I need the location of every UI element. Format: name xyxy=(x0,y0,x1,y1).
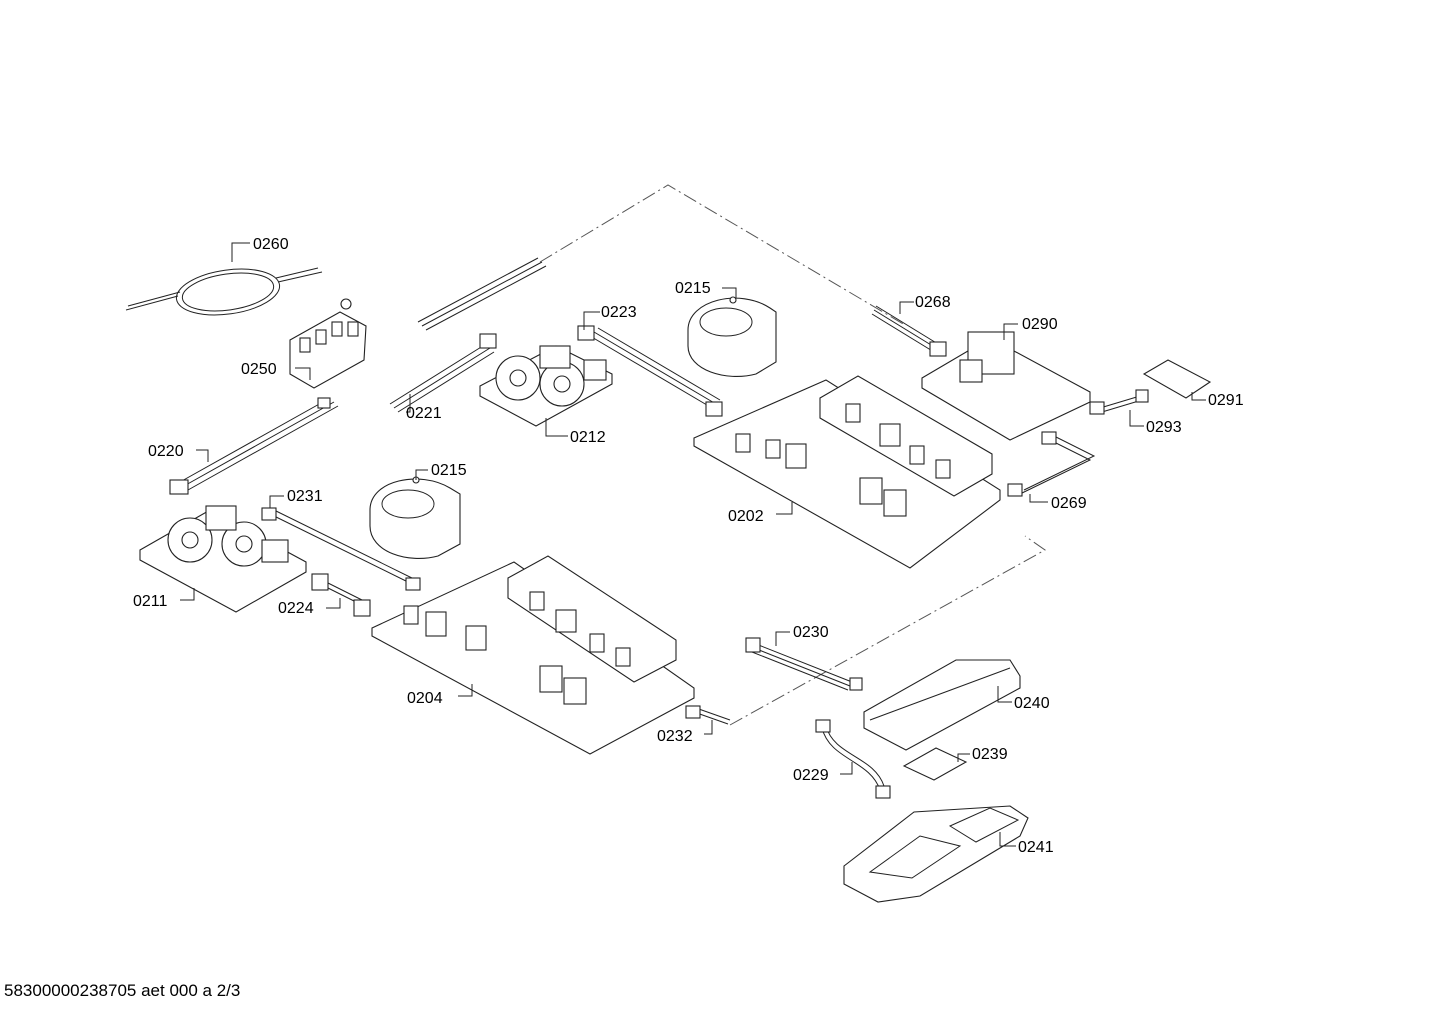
leader-0293 xyxy=(1129,410,1144,427)
leader-0232 xyxy=(704,720,713,735)
part-0269-cable xyxy=(1007,431,1096,497)
label-0224: 0224 xyxy=(278,600,314,617)
part-0239-board xyxy=(902,747,968,781)
drawing-reference: 58300000238705 aet 000 a 2/3 xyxy=(4,981,241,1000)
label-0239: 0239 xyxy=(972,746,1008,763)
part-0250-terminal-block xyxy=(289,298,367,389)
label-0290: 0290 xyxy=(1022,316,1058,333)
leader-0231 xyxy=(269,495,284,508)
leader-0229 xyxy=(840,762,853,775)
label-0231: 0231 xyxy=(287,488,323,505)
part-0215-fan-top xyxy=(687,296,777,378)
leader-0239 xyxy=(957,753,970,762)
label-0250: 0250 xyxy=(241,361,277,378)
part-0204-power-board xyxy=(371,555,695,755)
part-0231-cable xyxy=(261,507,421,591)
leader-0269 xyxy=(1029,494,1048,503)
label-0232: 0232 xyxy=(657,728,693,745)
leader-0215b xyxy=(415,469,428,480)
label-0211: 0211 xyxy=(133,593,168,610)
label-0202: 0202 xyxy=(728,508,764,525)
leader-0202 xyxy=(776,502,793,515)
part-0202-power-board xyxy=(693,375,1001,569)
label-0223: 0223 xyxy=(601,304,637,321)
part-0223-cable xyxy=(577,325,723,417)
label-0215-top: 0215 xyxy=(675,280,711,297)
leader-0250 xyxy=(295,367,311,380)
label-0221: 0221 xyxy=(406,405,442,422)
leader-0240 xyxy=(997,686,1012,703)
leader-0241 xyxy=(999,832,1016,847)
label-0220: 0220 xyxy=(148,443,184,460)
leader-0291 xyxy=(1191,392,1206,401)
label-0269: 0269 xyxy=(1051,495,1087,512)
label-0293: 0293 xyxy=(1146,419,1182,436)
label-0212: 0212 xyxy=(570,429,606,446)
leader-0215a xyxy=(722,287,737,298)
label-0240: 0240 xyxy=(1014,695,1050,712)
part-0224-cable xyxy=(311,573,371,617)
part-0232-cable xyxy=(685,705,731,725)
assembly-line-bottom xyxy=(729,535,1046,726)
leader-0268 xyxy=(899,301,914,314)
part-0293-cable xyxy=(1089,389,1149,415)
leader-0221 xyxy=(406,394,411,413)
part-0212-filter-board xyxy=(479,345,613,427)
leader-0260 xyxy=(231,242,250,262)
label-0260: 0260 xyxy=(253,236,289,253)
part-0260-power-cable xyxy=(125,267,323,316)
label-0229: 0229 xyxy=(793,767,829,784)
label-0291: 0291 xyxy=(1208,392,1244,409)
part-0230-cable xyxy=(745,637,863,691)
part-0240-display-board xyxy=(863,659,1021,751)
part-0268-cable xyxy=(871,305,947,357)
part-0211-filter-board xyxy=(139,505,307,613)
leader-0290 xyxy=(1003,323,1018,340)
label-0204: 0204 xyxy=(407,690,443,707)
leader-0204 xyxy=(458,684,473,697)
part-0291-plate xyxy=(1142,359,1212,399)
part-0215-fan-middle xyxy=(369,476,461,559)
part-0220-cable xyxy=(169,397,339,495)
label-0215-middle: 0215 xyxy=(431,462,467,479)
leader-0211 xyxy=(180,588,195,601)
label-0241: 0241 xyxy=(1018,839,1054,856)
label-0268: 0268 xyxy=(915,294,951,311)
part-0229-cable xyxy=(815,719,891,799)
label-0230: 0230 xyxy=(793,624,829,641)
assembly-line-top xyxy=(539,184,906,326)
part-0241-housing xyxy=(843,805,1029,903)
leader-0220 xyxy=(196,449,209,462)
leader-0223 xyxy=(583,311,600,330)
part-0290-transformer-board xyxy=(921,331,1091,441)
leader-0212 xyxy=(545,418,568,437)
leader-0230 xyxy=(775,631,790,646)
leader-0224 xyxy=(326,598,341,609)
